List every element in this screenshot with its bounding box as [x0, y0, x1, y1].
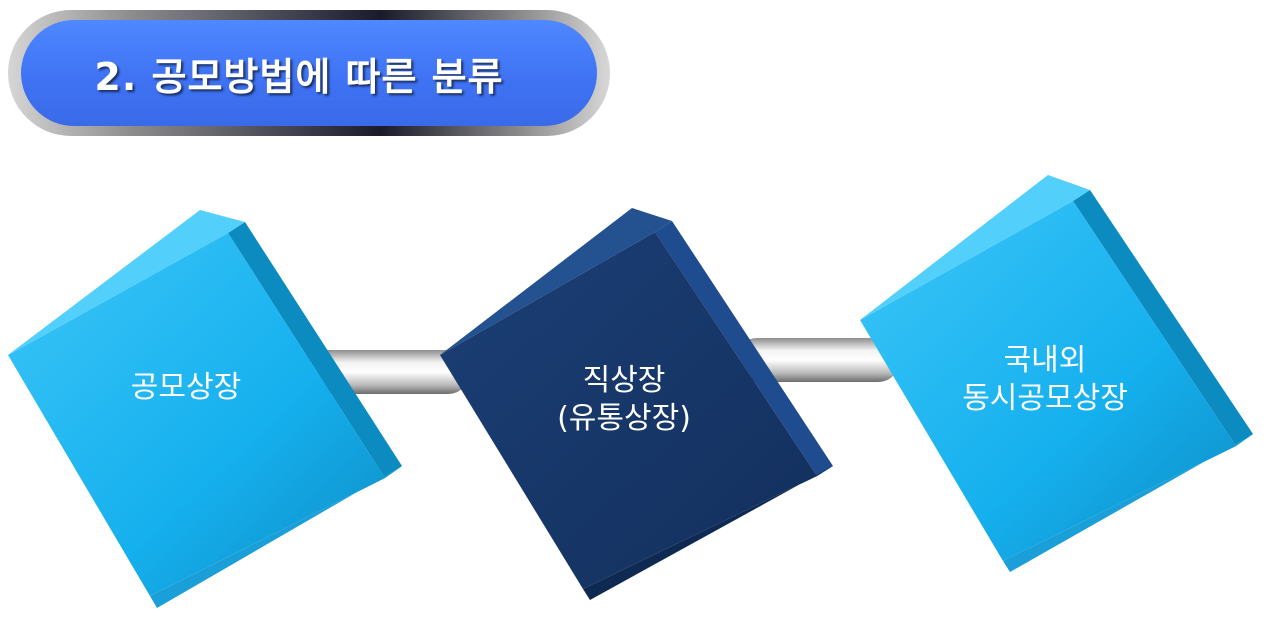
box-middle-side-face [655, 221, 833, 476]
box-right-top-edge [860, 175, 1090, 320]
page-title: 2. 공모방법에 따른 분류 [94, 54, 504, 99]
box-right-side-face [1073, 190, 1253, 446]
connector-tube-right [735, 338, 900, 382]
box-left-label-line1: 공모상장 [130, 370, 242, 405]
box-right-label: 국내외 동시공모상장 [962, 342, 1128, 418]
box-right-label-line2: 동시공모상장 [962, 381, 1128, 416]
box-right-bottom-face [1003, 434, 1253, 572]
box-middle-label-line1: 직상장 [582, 363, 666, 398]
box-middle-top-edge [440, 208, 672, 355]
box-left-bottom-face [150, 466, 402, 608]
box-left-front-face [8, 233, 385, 596]
title-banner: 2. 공모방법에 따른 분류 [8, 10, 610, 136]
box-middle-bottom-face [583, 466, 833, 600]
box-middle-label-line2: (유통상장) [557, 401, 691, 436]
title-banner-inner: 2. 공모방법에 따른 분류 [21, 20, 597, 126]
box-middle-label: 직상장 (유통상장) [557, 362, 691, 438]
box-left-top-edge [8, 210, 245, 355]
box-right-front-face [860, 201, 1236, 561]
box-public-offering-listing [8, 210, 402, 608]
box-simultaneous-listing [860, 175, 1253, 572]
box-left-side-face [228, 222, 402, 478]
box-left-label: 공모상장 [131, 369, 241, 407]
box-middle-front-face [440, 232, 817, 589]
box-direct-listing [440, 208, 833, 600]
box-right-label-line1: 국내외 [1003, 343, 1087, 378]
